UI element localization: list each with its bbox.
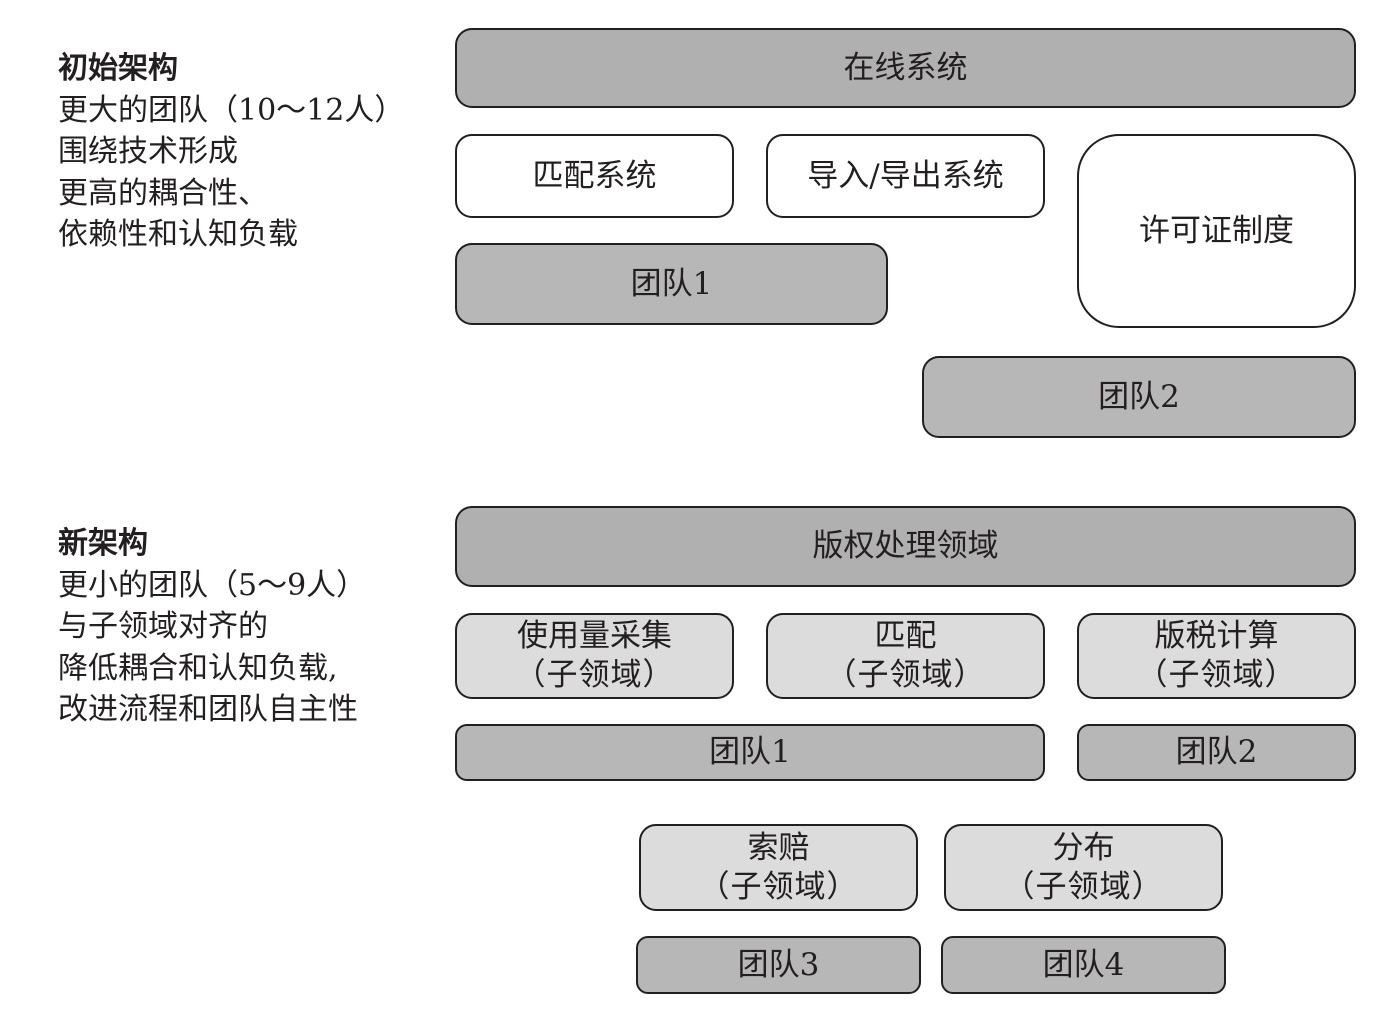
new-architecture-description: 新架构 更小的团队（5～9人） 与子领域对齐的 降低耦合和认知负载, 改进流程和…	[58, 523, 366, 731]
description-line: 围绕技术形成	[58, 134, 238, 169]
subdomain-name: 分布	[1052, 829, 1115, 866]
subdomain-tag: （子领域）	[514, 657, 675, 693]
subdomain-usage-collection: 使用量采集 （子领域）	[455, 613, 734, 699]
subdomain-matching: 匹配 （子领域）	[766, 613, 1045, 699]
subdomain-name: 版税计算	[1154, 618, 1279, 654]
initial-architecture-heading: 初始架构	[58, 51, 178, 86]
subdomain-tag: （子领域）	[1003, 868, 1164, 905]
subdomain-tag: （子领域）	[1136, 657, 1297, 693]
subdomain-distribution: 分布 （子领域）	[944, 824, 1223, 911]
description-line: 降低耦合和认知负载,	[58, 650, 338, 686]
bottom-team4-box: 团队4	[941, 936, 1226, 994]
matching-system-label: 匹配系统	[532, 157, 657, 194]
team-label: 团队2	[1175, 734, 1258, 770]
domain-label: 版权处理领域	[812, 528, 999, 564]
description-line: 更高的耦合性、	[58, 175, 268, 211]
licensing-label: 许可证制度	[1139, 212, 1294, 249]
description-line: 与子领域对齐的	[58, 609, 268, 644]
online-system-label: 在线系统	[843, 49, 968, 86]
copyright-domain-box: 版权处理领域	[455, 506, 1356, 587]
subdomain-claims: 索赔 （子领域）	[639, 824, 918, 911]
subdomain-tag: （子领域）	[698, 868, 859, 905]
team-label: 团队1	[630, 265, 713, 302]
subdomain-name: 匹配	[874, 618, 937, 654]
description-line: 依赖性和认知负载	[58, 217, 298, 252]
bottom-team2-box: 团队2	[1077, 724, 1356, 781]
subdomain-tag: （子领域）	[825, 657, 986, 693]
team-label: 团队1	[709, 734, 791, 770]
team-label: 团队4	[1042, 946, 1125, 983]
description-line: 改进流程和团队自主性	[58, 692, 358, 727]
subdomain-name: 索赔	[747, 829, 810, 866]
subdomain-royalty-calculation: 版税计算 （子领域）	[1077, 613, 1356, 699]
import-export-system-box: 导入/导出系统	[766, 134, 1045, 218]
licensing-box: 许可证制度	[1077, 134, 1356, 328]
online-system-box: 在线系统	[455, 28, 1356, 108]
description-line: 更小的团队（5～9人）	[58, 567, 367, 603]
new-architecture-heading: 新架构	[58, 526, 148, 561]
bottom-team3-box: 团队3	[636, 936, 921, 994]
initial-architecture-description: 初始架构 更大的团队（10～12人） 围绕技术形成 更高的耦合性、 依赖性和认知…	[58, 48, 404, 256]
team-label: 团队3	[737, 946, 820, 983]
bottom-team1-box: 团队1	[455, 724, 1045, 781]
matching-system-box: 匹配系统	[455, 134, 734, 218]
import-export-system-label: 导入/导出系统	[807, 157, 1004, 194]
top-team2-box: 团队2	[922, 356, 1356, 438]
team-label: 团队2	[1098, 378, 1180, 415]
top-team1-box: 团队1	[455, 243, 888, 325]
subdomain-name: 使用量采集	[517, 618, 672, 654]
description-line: 更大的团队（10～12人）	[58, 92, 405, 128]
